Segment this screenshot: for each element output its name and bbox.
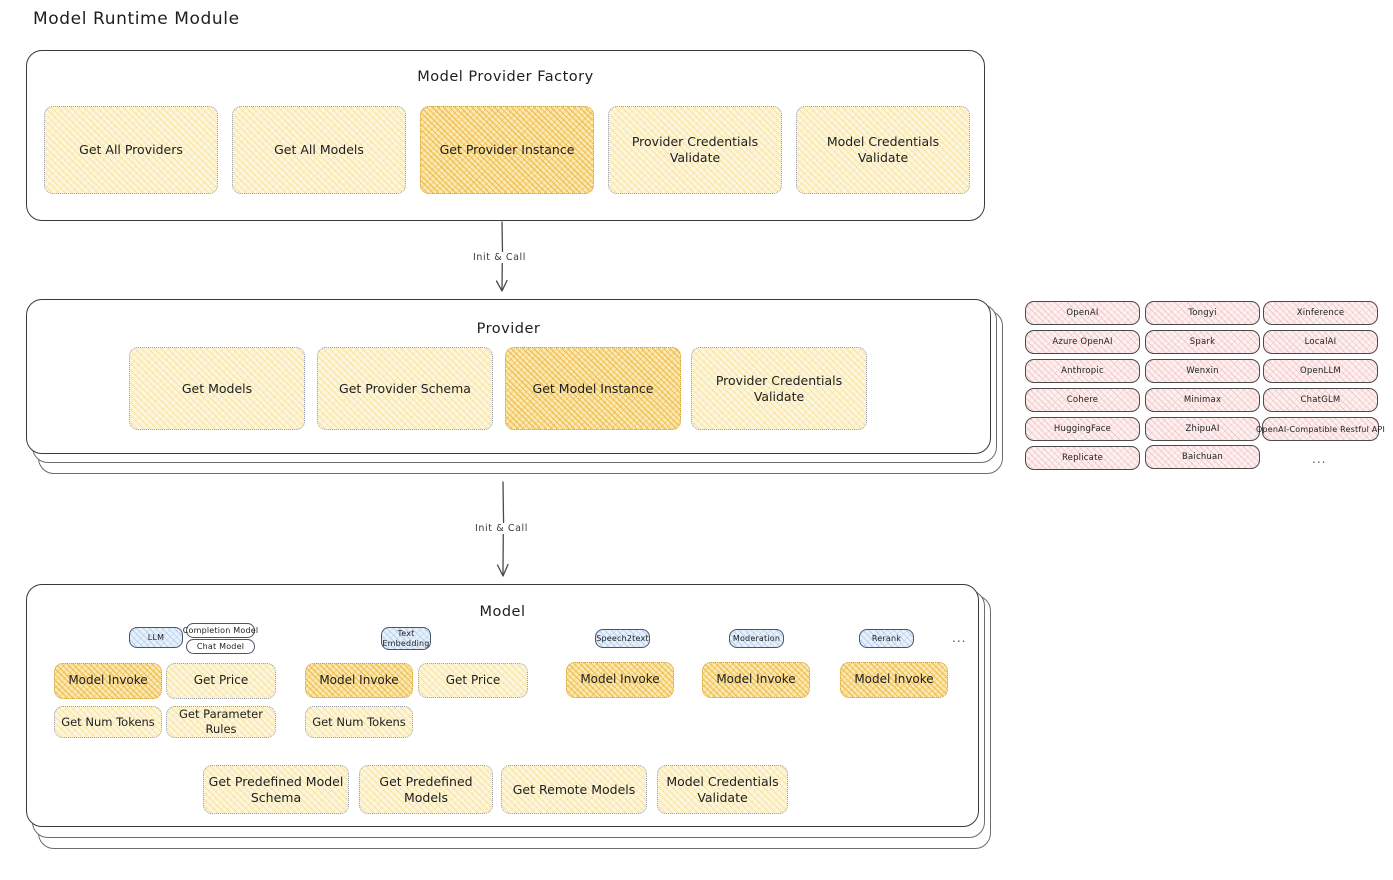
provider-method-get-model-instance[interactable]: Get Model Instance <box>505 347 681 430</box>
model-group-tag-text-embedding[interactable]: Text Embedding <box>381 627 431 650</box>
provider-chip-openllm[interactable]: OpenLLM <box>1263 359 1378 383</box>
page-title: Model Runtime Module <box>33 9 240 29</box>
model-group-subtag-completion-model[interactable]: Completion Model <box>183 623 258 638</box>
model-text-embedding-method-model-invoke[interactable]: Model Invoke <box>305 663 413 698</box>
provider-chip-zhipuai[interactable]: ZhipuAI <box>1145 417 1260 441</box>
model-container <box>26 584 979 827</box>
model-title: Model <box>479 604 526 620</box>
model-group-subtag-chat-model[interactable]: Chat Model <box>186 639 255 654</box>
model-llm-method-get-parameter-rules[interactable]: Get Parameter Rules <box>166 706 276 738</box>
provider-chip-chatglm[interactable]: ChatGLM <box>1263 388 1378 412</box>
provider-chip-baichuan[interactable]: Baichuan <box>1145 445 1260 469</box>
model-shared-method-get-predefined-models[interactable]: Get Predefined Models <box>359 765 493 814</box>
arrow-2-icon <box>496 481 509 577</box>
model-group-tag-llm[interactable]: LLM <box>129 627 183 648</box>
provider-chip-xinference[interactable]: Xinference <box>1263 301 1378 325</box>
model-moderation-method-model-invoke[interactable]: Model Invoke <box>702 662 810 698</box>
provider-chip-localai[interactable]: LocalAI <box>1263 330 1378 354</box>
model-group-tag-speech2text[interactable]: Speech2text <box>595 629 650 648</box>
provider-method-get-provider-schema[interactable]: Get Provider Schema <box>317 347 493 430</box>
provider-chip-minimax[interactable]: Minimax <box>1145 388 1260 412</box>
provider-method-provider-credentials-validate[interactable]: Provider Credentials Validate <box>691 347 867 430</box>
provider-chip-replicate[interactable]: Replicate <box>1025 446 1140 470</box>
provider-chip-azure-openai[interactable]: Azure OpenAI <box>1025 330 1140 354</box>
model-llm-method-get-num-tokens[interactable]: Get Num Tokens <box>54 706 162 738</box>
arrow-1-label: Init & Call <box>470 252 529 263</box>
provider-chip-openai-compatible-restful-api[interactable]: OpenAI-Compatible Restful API <box>1256 417 1385 441</box>
factory-method-model-credentials-validate[interactable]: Model Credentials Validate <box>796 106 970 194</box>
factory-method-get-provider-instance[interactable]: Get Provider Instance <box>420 106 594 194</box>
model-llm-method-model-invoke[interactable]: Model Invoke <box>54 663 162 699</box>
model-groups-ellipsis: ... <box>952 631 967 645</box>
model-shared-method-get-remote-models[interactable]: Get Remote Models <box>501 765 647 814</box>
provider-chip-wenxin[interactable]: Wenxin <box>1145 359 1260 383</box>
model-group-tag-moderation[interactable]: Moderation <box>729 629 784 648</box>
model-text-embedding-method-get-price[interactable]: Get Price <box>418 663 528 698</box>
provider-chip-spark[interactable]: Spark <box>1145 330 1260 354</box>
model-text-embedding-method-get-num-tokens[interactable]: Get Num Tokens <box>305 706 413 738</box>
provider-list-ellipsis: ... <box>1312 452 1327 466</box>
model-shared-method-get-predefined-model-schema[interactable]: Get Predefined Model Schema <box>203 765 349 814</box>
provider-chip-cohere[interactable]: Cohere <box>1025 388 1140 412</box>
model-speech2text-method-model-invoke[interactable]: Model Invoke <box>566 662 674 698</box>
model-shared-method-model-credentials-validate[interactable]: Model Credentials Validate <box>657 765 788 814</box>
model-provider-factory-title: Model Provider Factory <box>417 69 594 85</box>
provider-chip-anthropic[interactable]: Anthropic <box>1025 359 1140 383</box>
provider-chip-huggingface[interactable]: HuggingFace <box>1025 417 1140 441</box>
provider-chip-openai[interactable]: OpenAI <box>1025 301 1140 325</box>
model-llm-method-get-price[interactable]: Get Price <box>166 663 276 699</box>
provider-title: Provider <box>476 321 541 337</box>
model-rerank-method-model-invoke[interactable]: Model Invoke <box>840 662 948 698</box>
factory-method-provider-credentials-validate[interactable]: Provider Credentials Validate <box>608 106 782 194</box>
provider-method-get-models[interactable]: Get Models <box>129 347 305 430</box>
arrow-provider-to-model <box>481 481 525 581</box>
factory-method-get-all-providers[interactable]: Get All Providers <box>44 106 218 194</box>
arrow-2-label: Init & Call <box>472 523 531 534</box>
model-group-tag-rerank[interactable]: Rerank <box>859 629 914 648</box>
provider-chip-tongyi[interactable]: Tongyi <box>1145 301 1260 325</box>
factory-method-get-all-models[interactable]: Get All Models <box>232 106 406 194</box>
